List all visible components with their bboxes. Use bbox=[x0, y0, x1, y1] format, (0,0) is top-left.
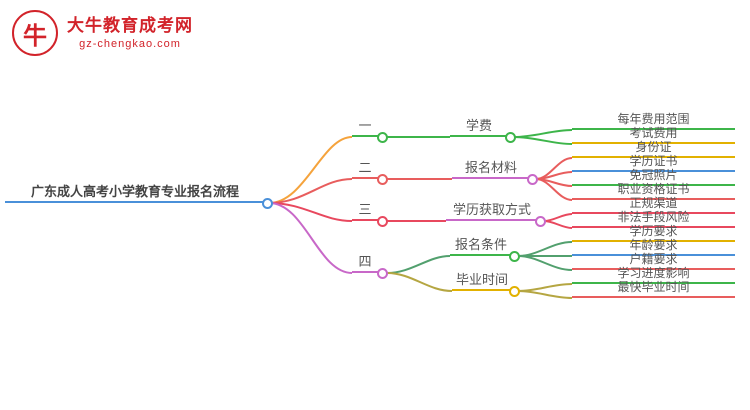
brand-domain: gz-chengkao.com bbox=[79, 38, 181, 50]
connector bbox=[535, 178, 573, 201]
connector bbox=[517, 290, 573, 299]
bull-logo-icon: 牛 bbox=[12, 10, 58, 56]
requirements-dot bbox=[509, 251, 520, 262]
connector bbox=[513, 129, 573, 138]
topic-node-materials[interactable]: 报名材料 bbox=[452, 160, 530, 179]
topic-node-tuition[interactable]: 学费 bbox=[450, 118, 508, 137]
branch-1-dot bbox=[377, 132, 388, 143]
tuition-dot bbox=[505, 132, 516, 143]
leaf-node-formal-channel[interactable]: 正规渠道 bbox=[572, 195, 735, 214]
connector bbox=[543, 220, 573, 229]
connector bbox=[268, 202, 353, 222]
branch-node-1[interactable]: 一 bbox=[352, 118, 378, 137]
leaf-node-residence[interactable]: 户籍要求 bbox=[572, 251, 735, 270]
connector bbox=[517, 241, 573, 257]
leaf-node-fee-range[interactable]: 每年费用范围 bbox=[572, 111, 735, 130]
leaf-node-exam-fee[interactable]: 考试费用 bbox=[572, 125, 735, 144]
brand-text: 大牛教育成考网 gz-chengkao.com bbox=[67, 15, 193, 51]
brand-title: 大牛教育成考网 bbox=[67, 16, 193, 35]
leaf-node-id-card[interactable]: 身份证 bbox=[572, 139, 735, 158]
connector bbox=[543, 213, 573, 222]
branch-4-dot bbox=[377, 268, 388, 279]
connector bbox=[386, 272, 453, 292]
connector bbox=[268, 136, 353, 204]
leaf-node-age-requirement[interactable]: 年龄要求 bbox=[572, 237, 735, 256]
leaf-node-progress-impact[interactable]: 学习进度影响 bbox=[572, 265, 735, 284]
site-brand[interactable]: 牛 大牛教育成考网 gz-chengkao.com bbox=[12, 10, 193, 56]
branch-2-dot bbox=[377, 174, 388, 185]
connector bbox=[513, 136, 573, 145]
leaf-node-photo[interactable]: 免冠照片 bbox=[572, 167, 735, 186]
degree-method-dot bbox=[535, 216, 546, 227]
topic-node-graduation[interactable]: 毕业时间 bbox=[452, 272, 512, 291]
graduation-dot bbox=[509, 286, 520, 297]
connector bbox=[535, 171, 573, 180]
connector bbox=[517, 255, 573, 271]
connector bbox=[268, 202, 353, 274]
topic-node-degree-method[interactable]: 学历获取方式 bbox=[446, 202, 538, 221]
branch-node-2[interactable]: 二 bbox=[352, 160, 378, 179]
root-node[interactable]: 广东成人高考小学教育专业报名流程 bbox=[5, 184, 265, 203]
leaf-node-diploma[interactable]: 学历证书 bbox=[572, 153, 735, 172]
leaf-node-illegal-risk[interactable]: 非法手段风险 bbox=[572, 209, 735, 228]
leaf-node-edu-requirement[interactable]: 学历要求 bbox=[572, 223, 735, 242]
connector bbox=[386, 255, 451, 274]
leaf-node-fastest-time[interactable]: 最快毕业时间 bbox=[572, 279, 735, 298]
materials-dot bbox=[527, 174, 538, 185]
branch-node-4[interactable]: 四 bbox=[352, 254, 378, 273]
topic-node-requirements[interactable]: 报名条件 bbox=[450, 237, 512, 256]
connector bbox=[268, 178, 353, 204]
root-dot bbox=[262, 198, 273, 209]
branch-node-3[interactable]: 三 bbox=[352, 202, 378, 221]
connector bbox=[517, 283, 573, 292]
branch-3-dot bbox=[377, 216, 388, 227]
leaf-node-qualification[interactable]: 职业资格证书 bbox=[572, 181, 735, 200]
